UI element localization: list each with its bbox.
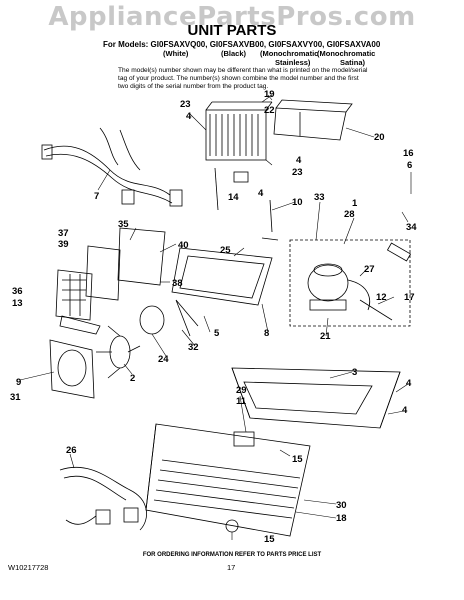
callout-15: 15 <box>292 454 303 465</box>
condenser-coil-part <box>145 423 311 537</box>
callout-27: 27 <box>364 264 375 275</box>
color-mono-satina: (Monochromatic <box>317 49 376 58</box>
callout-23: 23 <box>180 99 191 110</box>
wire-harness-part <box>41 127 183 207</box>
callout-34: 34 <box>406 222 417 233</box>
leader-lines <box>19 94 412 540</box>
page-title: UNIT PARTS <box>187 22 277 39</box>
page-number: 17 <box>227 563 236 572</box>
thermistor-part <box>214 167 279 241</box>
callout-26: 26 <box>66 445 77 456</box>
ordering-note: FOR ORDERING INFORMATION REFER TO PARTS … <box>142 552 322 558</box>
callout-33: 33 <box>314 192 325 203</box>
callout-20: 20 <box>374 132 385 143</box>
callout-21: 21 <box>320 331 331 342</box>
color-legend: (White) (Black) (Monochromatic (Monochro… <box>103 49 376 69</box>
callout-39: 39 <box>58 239 69 250</box>
callout-35: 35 <box>118 219 129 230</box>
callout-30: 30 <box>336 500 347 511</box>
callout-32: 32 <box>188 342 199 353</box>
color-mono-stainless: (Monochromatic <box>260 49 319 58</box>
color-stainless: Stainless) <box>275 58 311 67</box>
callout-18: 18 <box>336 513 347 524</box>
callout-22: 22 <box>264 105 275 116</box>
color-black: (Black) <box>221 49 247 58</box>
callout-4: 4 <box>402 405 408 416</box>
callout-11: 11 <box>236 396 247 407</box>
callout-10: 10 <box>292 197 303 208</box>
callout-7: 7 <box>94 191 99 202</box>
callout-8: 8 <box>264 328 269 339</box>
base-pan-part <box>231 367 401 429</box>
condenser-fan-part <box>49 299 199 399</box>
callout-4: 4 <box>258 188 264 199</box>
drain-pan-part <box>171 247 273 306</box>
callout-17: 17 <box>404 292 415 303</box>
callout-14: 14 <box>228 192 239 203</box>
callout-23: 23 <box>292 167 303 178</box>
watermark: AppliancePartsPros.com <box>48 2 416 32</box>
callout-4: 4 <box>186 111 192 122</box>
callout-2: 2 <box>130 373 135 384</box>
color-satina: Satina) <box>340 58 366 67</box>
evaporator-part <box>205 101 273 161</box>
callout-12: 12 <box>376 292 387 303</box>
callout-25: 25 <box>220 245 231 256</box>
lower-harness-part <box>59 466 147 531</box>
callout-28: 28 <box>344 209 355 220</box>
callout-19: 19 <box>264 89 275 100</box>
callout-1: 1 <box>352 198 358 209</box>
callout-29: 29 <box>236 385 247 396</box>
callout-9: 9 <box>16 377 21 388</box>
color-white: (White) <box>163 49 189 58</box>
shroud-part <box>273 99 353 141</box>
callout-36: 36 <box>12 286 23 297</box>
callout-24: 24 <box>158 354 169 365</box>
model-note: The model(s) number shown may be differe… <box>118 67 368 90</box>
callout-6: 6 <box>407 160 412 171</box>
callout-40: 40 <box>178 240 189 251</box>
callout-labels: 19 22 23 4 20 16 6 7 4 23 14 4 33 1 10 2… <box>10 89 417 545</box>
callout-16: 16 <box>403 148 414 159</box>
callout-15: 15 <box>264 534 275 545</box>
callout-4: 4 <box>406 378 412 389</box>
callout-4: 4 <box>296 155 302 166</box>
callout-38: 38 <box>172 278 183 289</box>
document-number: W10217728 <box>8 563 49 572</box>
callout-3: 3 <box>352 367 357 378</box>
compressor-part <box>289 239 412 327</box>
callout-5: 5 <box>214 328 220 339</box>
models-line: For Models: GI0FSAXVQ00, GI0FSAXVB00, GI… <box>103 40 381 49</box>
callout-37: 37 <box>58 228 69 239</box>
control-panel-part <box>55 227 166 321</box>
callout-13: 13 <box>12 298 23 309</box>
callout-31: 31 <box>10 392 21 403</box>
